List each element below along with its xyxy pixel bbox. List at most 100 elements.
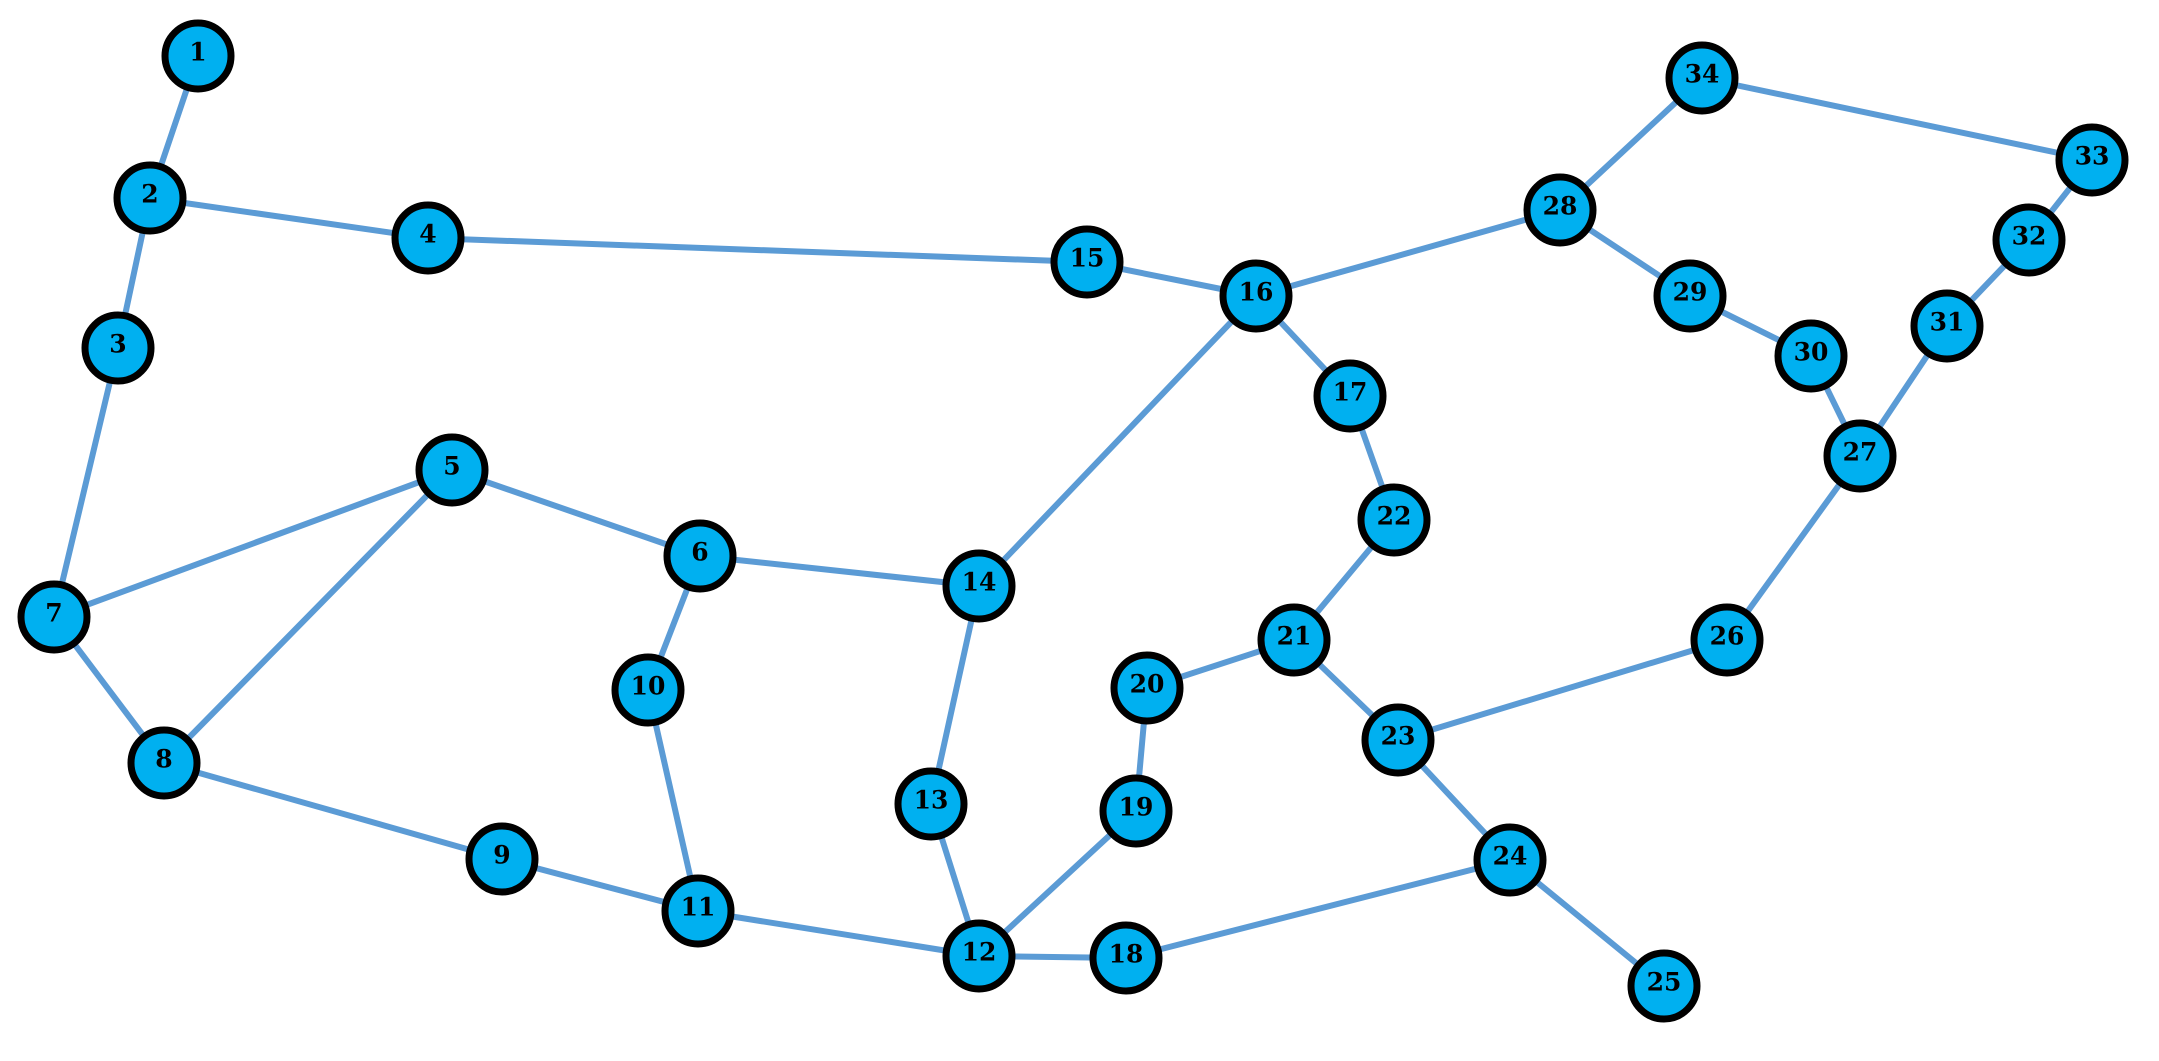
node-5: 5 xyxy=(415,433,489,507)
node-label: 5 xyxy=(443,452,460,481)
node-circle xyxy=(1665,41,1739,115)
node-circle xyxy=(1099,774,1173,848)
node-17: 17 xyxy=(1313,359,1387,433)
node-30: 30 xyxy=(1774,319,1848,393)
edge-5-8 xyxy=(161,467,455,766)
edge-23-26 xyxy=(1395,637,1730,743)
node-circle xyxy=(1992,203,2066,277)
node-label: 10 xyxy=(631,672,666,701)
node-10: 10 xyxy=(611,653,685,727)
node-circle xyxy=(81,311,155,385)
node-label: 26 xyxy=(1710,622,1745,651)
node-label: 25 xyxy=(1647,968,1682,997)
node-circle xyxy=(391,201,465,275)
node-6: 6 xyxy=(663,519,737,593)
edge-4-15 xyxy=(425,235,1090,265)
node-32: 32 xyxy=(1992,203,2066,277)
node-label: 4 xyxy=(419,220,436,249)
node-circle xyxy=(127,726,201,800)
node-label: 32 xyxy=(2012,222,2047,251)
node-label: 3 xyxy=(109,330,126,359)
node-circle xyxy=(1627,949,1701,1023)
node-label: 34 xyxy=(1685,60,1720,89)
node-circle xyxy=(1523,173,1597,247)
edge-8-9 xyxy=(161,760,505,862)
edge-26-27 xyxy=(1724,453,1863,643)
node-label: 28 xyxy=(1543,192,1578,221)
node-circle xyxy=(1690,603,1764,677)
node-23: 23 xyxy=(1361,703,1435,777)
node-label: 14 xyxy=(962,568,997,597)
node-circle xyxy=(415,433,489,507)
node-circle xyxy=(661,874,735,948)
edge-6-14 xyxy=(697,553,982,589)
node-2: 2 xyxy=(113,161,187,235)
edge-5-7 xyxy=(51,467,455,620)
node-9: 9 xyxy=(465,822,539,896)
edge-10-11 xyxy=(645,687,701,914)
edge-16-28 xyxy=(1253,207,1563,299)
node-11: 11 xyxy=(661,874,735,948)
node-circle xyxy=(942,919,1016,993)
node-19: 19 xyxy=(1099,774,1173,848)
node-label: 23 xyxy=(1381,722,1416,751)
node-label: 33 xyxy=(2075,142,2110,171)
node-label: 9 xyxy=(493,841,510,870)
node-label: 8 xyxy=(155,745,172,774)
node-circle xyxy=(1653,259,1727,333)
node-circle xyxy=(1361,703,1435,777)
node-12: 12 xyxy=(942,919,1016,993)
edge-11-12 xyxy=(695,908,982,959)
node-15: 15 xyxy=(1050,225,1124,299)
node-21: 21 xyxy=(1257,603,1331,677)
node-25: 25 xyxy=(1627,949,1701,1023)
node-circle xyxy=(894,767,968,841)
node-34: 34 xyxy=(1665,41,1739,115)
edge-18-24 xyxy=(1123,857,1513,961)
edge-2-4 xyxy=(147,195,431,241)
node-circle xyxy=(611,653,685,727)
node-label: 11 xyxy=(681,893,716,922)
node-label: 15 xyxy=(1070,244,1105,273)
node-3: 3 xyxy=(81,311,155,385)
node-31: 31 xyxy=(1910,289,1984,363)
edges-layer xyxy=(51,53,2095,989)
node-7: 7 xyxy=(17,580,91,654)
node-label: 1 xyxy=(189,38,206,67)
node-label: 24 xyxy=(1493,842,1528,871)
nodes-layer: 1234567891011121314151617181920212223242… xyxy=(17,19,2129,1023)
node-circle xyxy=(1823,419,1897,493)
node-label: 29 xyxy=(1673,278,1708,307)
edge-5-6 xyxy=(449,467,703,559)
node-label: 30 xyxy=(1794,338,1829,367)
node-circle xyxy=(1219,259,1293,333)
node-28: 28 xyxy=(1523,173,1597,247)
node-circle xyxy=(2055,123,2129,197)
node-label: 6 xyxy=(691,538,708,567)
node-label: 19 xyxy=(1119,793,1154,822)
edge-13-14 xyxy=(928,583,982,807)
node-circle xyxy=(17,580,91,654)
node-label: 22 xyxy=(1377,502,1412,531)
node-label: 21 xyxy=(1277,622,1312,651)
node-circle xyxy=(1089,921,1163,995)
node-circle xyxy=(1050,225,1124,299)
node-label: 18 xyxy=(1109,940,1144,969)
node-26: 26 xyxy=(1690,603,1764,677)
node-label: 27 xyxy=(1843,438,1878,467)
node-label: 20 xyxy=(1130,670,1165,699)
node-circle xyxy=(1110,651,1184,725)
node-13: 13 xyxy=(894,767,968,841)
node-24: 24 xyxy=(1473,823,1547,897)
node-label: 13 xyxy=(914,786,949,815)
node-circle xyxy=(663,519,737,593)
node-16: 16 xyxy=(1219,259,1293,333)
edge-3-7 xyxy=(51,345,121,620)
node-circle xyxy=(1257,603,1331,677)
node-22: 22 xyxy=(1357,483,1431,557)
node-27: 27 xyxy=(1823,419,1897,493)
node-circle xyxy=(942,549,1016,623)
node-circle xyxy=(1774,319,1848,393)
node-29: 29 xyxy=(1653,259,1727,333)
